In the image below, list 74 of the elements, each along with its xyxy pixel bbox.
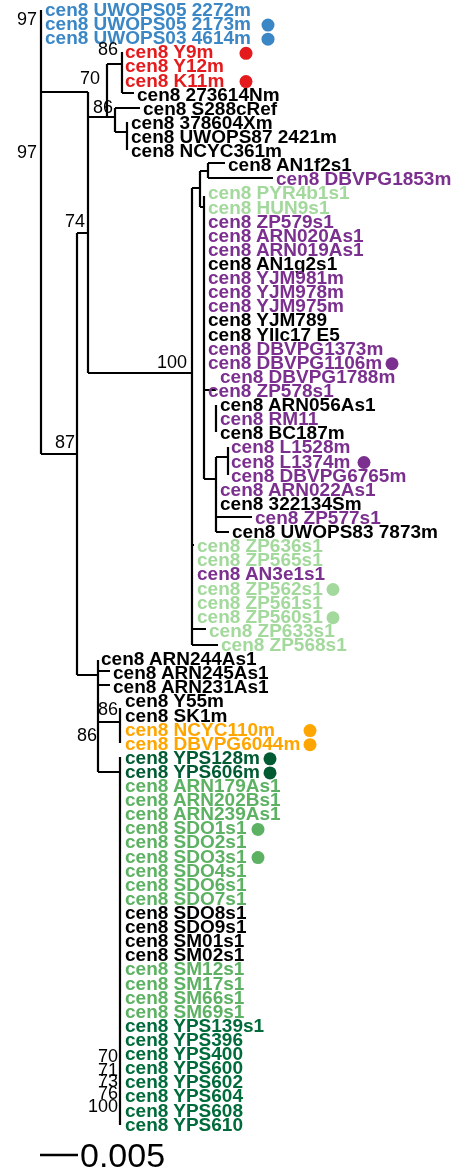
taxon-label: cen8 YIIc17 E5 [208,327,340,342]
taxon-label: cen8 HUN9s1 [208,200,330,215]
taxon-label: cen8 SM66s1 [125,990,245,1005]
taxon-label: cen8 ZP561s1 [197,595,323,610]
taxon-label: cen8 YPS128m [125,750,260,765]
taxon-label: cen8 SDO2s1 [125,835,247,850]
taxon-label: cen8 AN1f2s1 [228,158,352,173]
taxon-label: cen8 Y55m [125,694,224,709]
taxon-label: cen8 L1374m [231,454,351,469]
taxon-label: cen8 L1528m [231,440,351,455]
taxon-label: cen8 SK1m [125,708,228,723]
taxon-label: cen8 NCYC110m [125,722,275,737]
taxon-label: cen8 ARN019As1 [208,242,364,257]
taxon-label: cen8 ZP578s1 [208,383,334,398]
scale-bar-label: 0.005 [80,1140,166,1170]
taxon-label: cen8 ARN231As1 [113,680,269,695]
taxon-label: cen8 ZP560s1 [197,609,323,624]
support-value: 70 [97,1049,118,1063]
taxon-label: cen8 DBVPG6765m [231,468,407,483]
taxon-label: cen8 PYR4b1s1 [208,186,350,201]
taxon-label: cen8 UWOPS83 7873m [232,525,438,540]
support-value: 97 [16,145,37,159]
taxon-label: cen8 AN3e1s1 [197,567,326,582]
taxon-label: cen8 ARN020As1 [208,228,364,243]
taxon-label: cen8 ZP579s1 [208,214,334,229]
taxon-label: cen8 ZP577s1 [255,510,381,525]
taxon-label: cen8 SDO7s1 [125,891,247,906]
taxon-label: cen8 YPS139s1 [125,1018,265,1033]
taxon-label: cen8 ZP562s1 [197,581,323,596]
taxon-label: cen8 YJM789 [208,313,327,328]
taxon-label: cen8 DBVPG6044m [125,736,301,751]
taxon-label: cen8 SDO4s1 [125,863,247,878]
taxon-label: cen8 K11m [125,73,225,88]
taxon-label: cen8 SM69s1 [125,1004,245,1019]
taxon-label: cen8 DBVPG1373m [208,341,384,356]
taxon-label: cen8 NCYC361m [131,144,283,159]
taxon-label: cen8 SDO3s1 [125,849,247,864]
taxon-label: cen8 322134Sm [220,496,362,511]
taxon-label: cen8 UWOPS05 2173m [45,17,251,32]
taxon-label: cen8 DBVPG1853m [276,172,452,187]
taxon-label: cen8 ZP633s1 [209,623,335,638]
support-value: 86 [97,702,118,716]
taxon-label: cen8 Y12m [125,59,224,74]
taxon-label: cen8 378604Xm [131,115,273,130]
taxon-label: cen8 Y9m [125,45,214,60]
taxon-label: cen8 SM12s1 [125,962,245,977]
taxon-label: cen8 SDO6s1 [125,877,247,892]
support-value: 76 [97,1086,118,1100]
support-value: 70 [79,71,100,85]
support-value: 87 [54,435,75,449]
support-value: 74 [64,214,85,228]
support-value: 86 [76,728,97,742]
taxon-label: cen8 UWOPS05 2272m [45,3,251,17]
support-value: 100 [156,355,187,369]
taxon-label: cen8 ZP568s1 [221,637,347,652]
taxon-label: cen8 ARN239As1 [125,807,281,822]
support-value: 97 [16,12,37,26]
taxon-label: cen8 SDO1s1 [125,821,247,836]
taxon-label: cen8 273614Nm [137,87,280,102]
taxon-label: cen8 YPS604 [125,1089,243,1104]
taxon-label: cen8 ARN022As1 [220,482,376,497]
taxon-label: cen8 DBVPG1106m [208,355,383,370]
taxon-label: cen8 SM17s1 [125,976,245,991]
taxon-label: cen8 S288cRef [143,101,278,116]
taxon-label: cen8 SM02s1 [125,948,245,963]
taxon-label: cen8 YPS602 [125,1075,243,1090]
taxon-label: cen8 YPS396 [125,1033,243,1047]
taxon-label: cen8 ZP636s1 [197,539,323,554]
taxon-label: cen8 YPS608 [125,1103,243,1118]
taxon-label: cen8 YPS606m [125,764,260,779]
taxon-label: cen8 DBVPG1788m [220,369,396,384]
support-value: 100 [87,1099,118,1113]
taxon-label: cen8 UWOPS87 2421m [131,130,337,144]
taxon-label: cen8 YPS610 [125,1117,243,1132]
